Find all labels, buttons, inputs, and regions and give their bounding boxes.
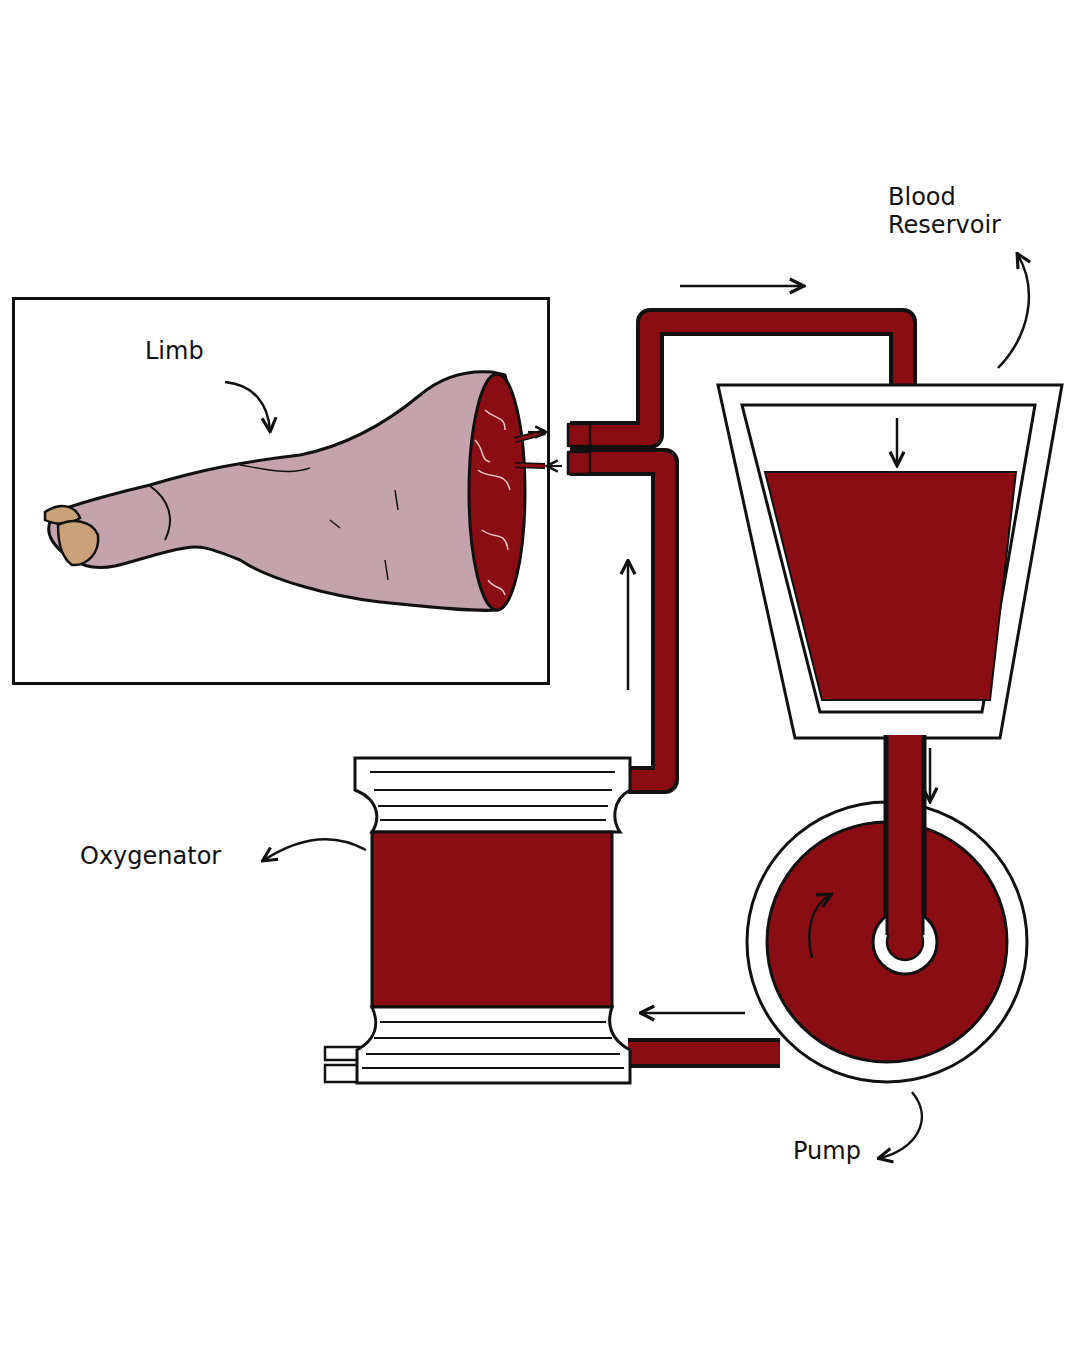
flow-arrows (628, 286, 930, 1013)
oxygenator-label: Oxygenator (80, 843, 280, 871)
oxygenator-drawing (325, 758, 630, 1083)
reservoir-drawing (718, 385, 1062, 738)
part-label: Limb (145, 338, 204, 366)
reservoir-label: Blood Reservoir (888, 184, 1038, 239)
pump-drawing (747, 735, 1027, 1082)
limb-frame: Limb (12, 297, 550, 685)
limb-drawing (45, 372, 562, 611)
pump-label: Pump (793, 1138, 913, 1166)
leader-arrows (225, 255, 1029, 1158)
